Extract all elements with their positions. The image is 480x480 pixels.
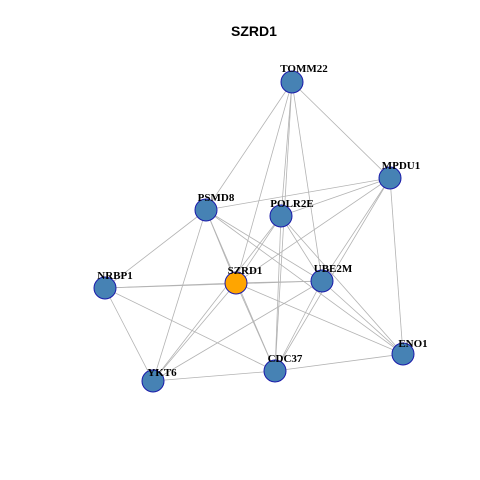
- edge-polr2e-cdc37: [274, 215, 282, 372]
- node-label-mpdu1: MPDU1: [382, 160, 421, 172]
- edge-szrd1-ube2m: [235, 280, 323, 284]
- node-szrd1: [224, 271, 248, 295]
- node-layer: [93, 70, 415, 393]
- node-label-eno1: ENO1: [398, 338, 427, 350]
- edge-eno1-cdc37: [274, 353, 404, 372]
- node-label-nrbp1: NRBP1: [97, 270, 132, 282]
- edge-ube2m-ykt6: [152, 280, 323, 382]
- edge-ube2m-eno1: [321, 280, 404, 355]
- edge-ube2m-cdc37: [274, 280, 323, 372]
- edge-mpdu1-polr2e: [280, 177, 391, 217]
- edge-nrbp1-ykt6: [104, 287, 154, 382]
- node-label-tomm22: TOMM22: [280, 63, 328, 75]
- edge-szrd1-eno1: [235, 282, 404, 355]
- edge-tomm22-ube2m: [291, 81, 323, 282]
- edge-polr2e-ube2m: [280, 215, 323, 282]
- node-tomm22: [280, 70, 304, 94]
- edge-mpdu1-ube2m: [321, 177, 391, 282]
- edge-szrd1-cdc37: [235, 282, 276, 372]
- edge-tomm22-mpdu1: [291, 81, 391, 179]
- node-label-ube2m: UBE2M: [314, 263, 353, 275]
- edge-mpdu1-eno1: [389, 177, 404, 355]
- edge-psmd8-ube2m: [205, 209, 323, 282]
- node-label-psmd8: PSMD8: [198, 192, 235, 204]
- edge-szrd1-ykt6: [152, 282, 237, 382]
- edge-tomm22-psmd8: [205, 81, 293, 211]
- node-eno1: [391, 342, 415, 366]
- edge-psmd8-eno1: [205, 209, 404, 355]
- edge-psmd8-ykt6: [152, 209, 207, 382]
- edge-mpdu1-szrd1: [235, 177, 391, 284]
- node-ube2m: [310, 269, 334, 293]
- node-ykt6: [141, 369, 165, 393]
- edge-tomm22-polr2e: [280, 81, 293, 217]
- node-label-szrd1: SZRD1: [228, 265, 263, 277]
- edge-cdc37-ykt6: [152, 370, 276, 382]
- node-label-cdc37: CDC37: [268, 353, 303, 365]
- edge-polr2e-ykt6: [152, 215, 282, 382]
- node-nrbp1: [93, 276, 117, 300]
- edge-tomm22-szrd1: [235, 81, 293, 284]
- node-cdc37: [263, 359, 287, 383]
- node-polr2e: [269, 204, 293, 228]
- edge-polr2e-eno1: [280, 215, 404, 355]
- node-mpdu1: [378, 166, 402, 190]
- node-label-polr2e: POLR2E: [270, 198, 313, 210]
- edge-polr2e-szrd1: [235, 215, 282, 284]
- edge-nrbp1-cdc37: [104, 287, 276, 372]
- edge-psmd8-nrbp1: [104, 209, 207, 289]
- diagram-title: SZRD1: [231, 23, 277, 39]
- node-psmd8: [194, 198, 218, 222]
- edge-mpdu1-psmd8: [205, 177, 391, 211]
- edge-layer: [104, 81, 404, 382]
- node-label-ykt6: YKT6: [147, 367, 177, 379]
